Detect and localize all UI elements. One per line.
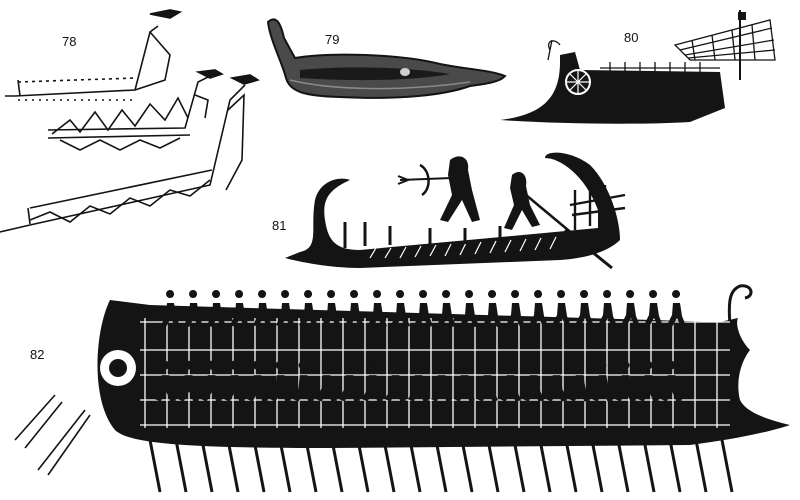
rower-figure [546,360,567,402]
oar [512,439,526,493]
ship-82-drawing [14,284,790,493]
rower-figure [253,290,272,327]
oar [616,439,630,493]
ship-81-drawing [285,152,626,270]
rower-figure [460,290,479,327]
oar [148,439,162,493]
rower-figure [224,360,245,402]
label-81: 81 [272,218,287,233]
oar [720,439,734,493]
rower-figure [161,290,180,327]
rower-figure [454,360,475,402]
rower-figure [247,360,268,402]
rower-figure [322,290,341,327]
oar [590,439,604,493]
label-79: 79 [325,32,340,47]
rower-figure [644,290,663,327]
rower-figure [155,360,176,402]
oar [200,439,214,493]
oar [434,439,448,493]
oar [694,439,708,493]
rower-figure [299,290,318,327]
oar [668,439,682,493]
oar [356,439,370,493]
rower-figure [184,290,203,327]
ship-78-drawing [0,9,260,233]
rower-figure [615,360,636,402]
rower-figure [385,360,406,402]
rower-figure [661,360,682,402]
oar [538,439,552,493]
rower-figure [575,290,594,327]
rower-figure [500,360,521,402]
label-82: 82 [30,347,45,362]
rower-figure [362,360,383,402]
rower-figure [345,290,364,327]
rower-figure [523,360,544,402]
rower-figure [339,360,360,402]
ship-80-drawing [500,10,776,124]
label-78: 78 [62,34,77,49]
rower-figure [483,290,502,327]
oar [226,439,240,493]
rower-figure [316,360,337,402]
rower-figure [592,360,613,402]
rower-figure [506,290,525,327]
oar [330,439,344,493]
rower-figure [293,360,314,402]
rower-figure [270,360,291,402]
rower-figure [276,290,295,327]
rower-figure [598,290,617,327]
rower-figure [431,360,452,402]
rower-figure [391,290,410,327]
oar [564,439,578,493]
rower-figure [667,290,686,327]
oar [486,439,500,493]
oar [304,439,318,493]
oar [252,439,266,493]
oar [174,439,188,493]
rower-figure [230,290,249,327]
rower-figure [621,290,640,327]
rower-figure [477,360,498,402]
rower-figure [207,290,226,327]
rower-figure [529,290,548,327]
rower-figure [368,290,387,327]
ship-79-model [266,18,507,99]
label-80: 80 [624,30,639,45]
oar [382,439,396,493]
rower-figure [569,360,590,402]
oar [460,439,474,493]
oar [278,439,292,493]
oar [408,439,422,493]
rower-figure [414,290,433,327]
rower-figure [638,360,659,402]
rower-figure [178,360,199,402]
rower-figure [201,360,222,402]
rower-figure [408,360,429,402]
oar [642,439,656,493]
rower-figure [552,290,571,327]
rower-figure [437,290,456,327]
